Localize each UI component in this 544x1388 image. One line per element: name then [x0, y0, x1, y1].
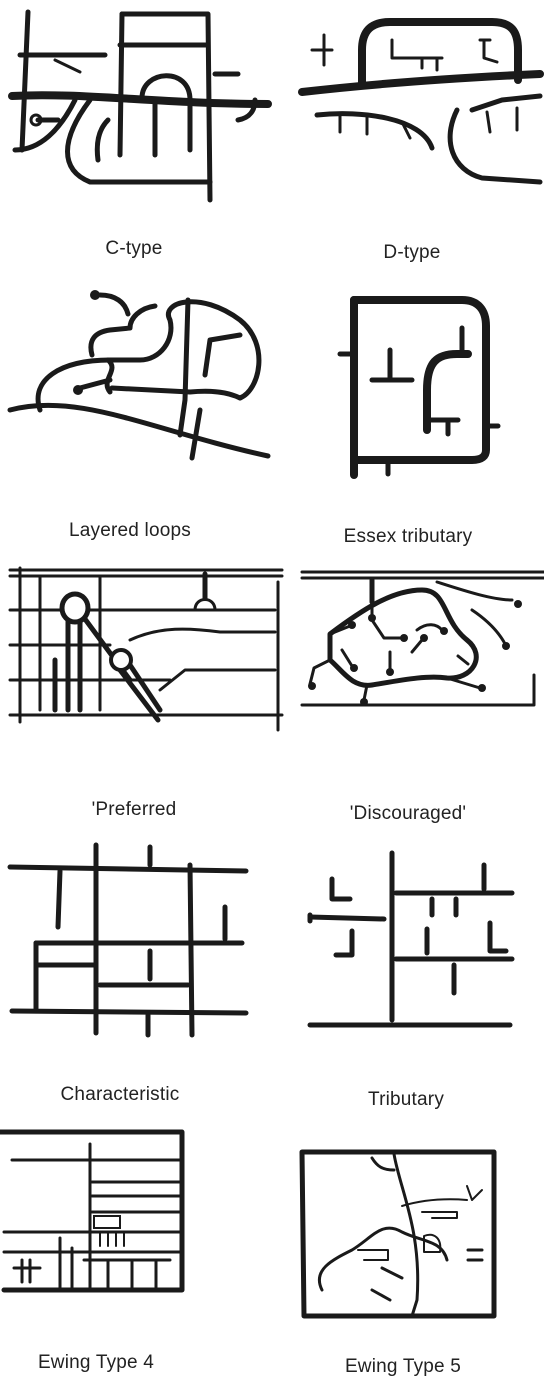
diagram-c-type [0, 0, 272, 210]
street-network-ewing-type-5 [302, 1152, 494, 1316]
street-network-discouraged [302, 572, 544, 706]
street-network-ewing-type-4 [0, 1132, 182, 1290]
diagram-characteristic [0, 835, 272, 1050]
caption-preferred: 'Preferred [0, 799, 270, 821]
caption-tributary: Tributary [270, 1089, 542, 1111]
caption-ewing-type-5: Ewing Type 5 [267, 1356, 539, 1378]
street-network-preferred [10, 568, 282, 730]
diagram-essex-tributary [272, 280, 544, 480]
street-network-layered-loops [10, 290, 268, 458]
caption-c-type: C-type [0, 238, 270, 260]
street-network-tributary [310, 853, 512, 1025]
street-network-characteristic [10, 845, 246, 1035]
caption-discouraged: 'Discouraged' [272, 803, 544, 825]
caption-d-type: D-type [276, 242, 544, 264]
caption-characteristic: Characteristic [0, 1084, 256, 1106]
diagram-layered-loops [0, 280, 272, 480]
diagram-d-type [272, 0, 544, 210]
street-network-essex-tributary [340, 300, 498, 475]
street-network-d-type [302, 22, 540, 182]
diagram-tributary [272, 835, 544, 1050]
diagram-ewing-type-4 [0, 1120, 272, 1320]
street-network-c-type [12, 12, 268, 200]
diagram-preferred [0, 560, 290, 750]
caption-ewing-type-4: Ewing Type 4 [0, 1352, 232, 1374]
caption-layered-loops: Layered loops [0, 520, 266, 542]
diagram-discouraged [272, 560, 544, 750]
caption-essex-tributary: Essex tributary [272, 526, 544, 548]
diagram-ewing-type-5 [272, 1120, 544, 1330]
